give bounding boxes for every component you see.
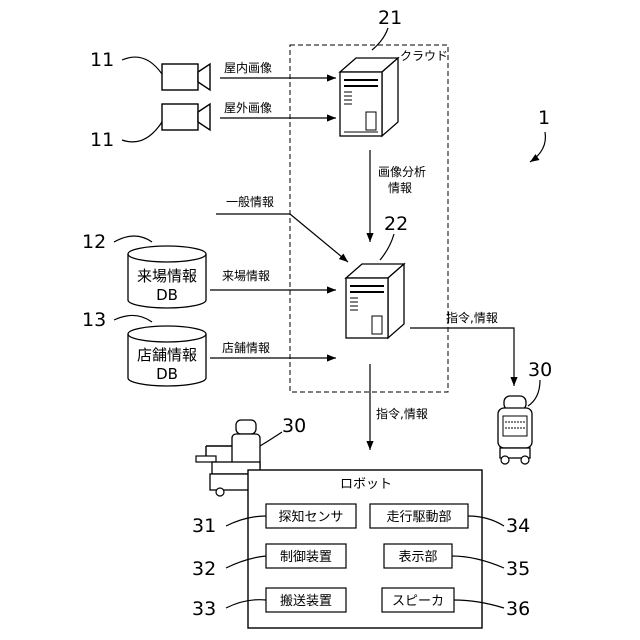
server-21-ref: 21 bbox=[378, 7, 402, 29]
general-info-label: 一般情報 bbox=[226, 194, 274, 209]
general-info-arrow bbox=[216, 214, 348, 262]
robot-right-leader bbox=[528, 380, 540, 406]
control-ref: 32 bbox=[192, 558, 216, 580]
drive-label: 走行駆動部 bbox=[386, 510, 451, 525]
server-22-ref: 22 bbox=[384, 213, 408, 235]
indoor-image-label: 屋内画像 bbox=[224, 61, 272, 75]
server-22-icon bbox=[346, 264, 404, 338]
command-right-label: 指令,情報 bbox=[446, 310, 498, 325]
db2-ref: 13 bbox=[82, 309, 106, 331]
drive-ref: 34 bbox=[506, 515, 530, 537]
speaker-label: スピーカ bbox=[392, 594, 444, 609]
db1-label-2: DB bbox=[156, 286, 178, 304]
display-label: 表示部 bbox=[398, 550, 437, 565]
analysis-label-1: 画像分析 bbox=[378, 165, 426, 179]
camera-bottom-leader bbox=[122, 122, 162, 142]
db1-label-1: 来場情報 bbox=[137, 267, 197, 285]
transport-label: 搬送装置 bbox=[280, 594, 332, 609]
sensor-ref: 31 bbox=[192, 515, 216, 537]
db1-ref: 12 bbox=[82, 231, 106, 253]
outdoor-image-label: 屋外画像 bbox=[224, 101, 272, 115]
robot-left-leader bbox=[260, 432, 282, 446]
robot-left-ref: 30 bbox=[282, 415, 306, 437]
transport-ref: 33 bbox=[192, 598, 216, 620]
robot-right-ref: 30 bbox=[528, 359, 552, 381]
system-ref-arrow bbox=[530, 132, 545, 162]
db2-leader bbox=[114, 315, 152, 322]
command-down-label: 指令,情報 bbox=[376, 406, 428, 421]
camera-outdoor-icon bbox=[162, 104, 210, 130]
analysis-label-2: 情報 bbox=[388, 181, 412, 195]
display-ref: 35 bbox=[506, 558, 530, 580]
db2-label-2: DB bbox=[156, 365, 178, 383]
camera-indoor-icon bbox=[162, 64, 210, 90]
server-22-leader bbox=[380, 234, 394, 260]
command-right-arrow bbox=[410, 328, 514, 386]
display-robot-icon bbox=[498, 396, 532, 464]
control-label: 制御装置 bbox=[280, 550, 332, 565]
camera-top-leader bbox=[122, 57, 162, 74]
speaker-ref: 36 bbox=[506, 598, 530, 620]
sensor-label: 探知センサ bbox=[278, 509, 343, 525]
db1-leader bbox=[114, 236, 152, 242]
system-ref: 1 bbox=[538, 107, 550, 129]
db2-label-1: 店舗情報 bbox=[137, 346, 197, 364]
visit-info-label: 来場情報 bbox=[222, 269, 270, 283]
store-info-label: 店舗情報 bbox=[222, 341, 270, 355]
server-21-icon bbox=[340, 58, 398, 136]
cloud-label: クラウド bbox=[400, 49, 448, 63]
camera-bottom-ref: 11 bbox=[90, 129, 114, 151]
server-21-leader bbox=[372, 28, 388, 50]
camera-top-ref: 11 bbox=[90, 49, 114, 71]
robot-block-title: ロボット bbox=[340, 477, 392, 492]
